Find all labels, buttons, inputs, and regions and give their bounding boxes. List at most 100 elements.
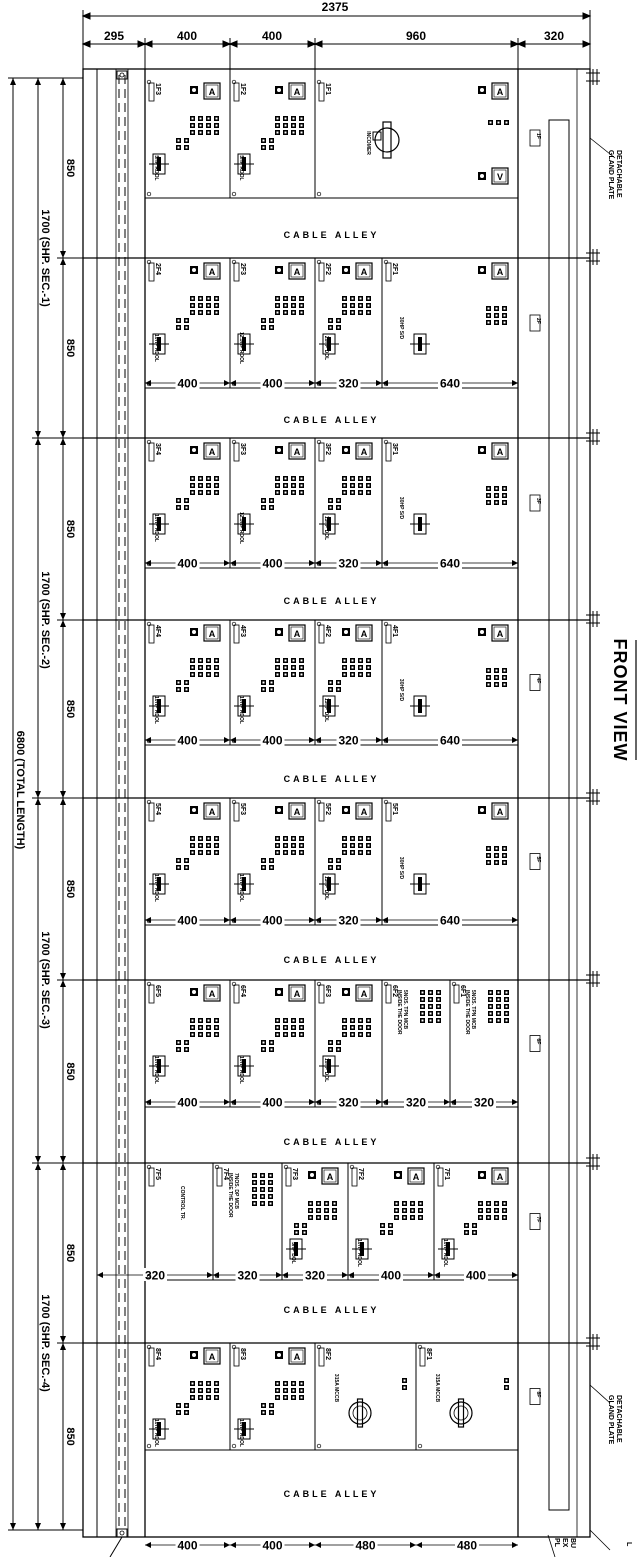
svg-text:5F: 5F: [535, 857, 541, 863]
svg-text:5F1: 5F1: [391, 803, 398, 815]
svg-text:A: A: [294, 267, 301, 277]
dim-total-width: 2375: [322, 0, 349, 14]
feeder-rating-label: INSIDE THE DOOR: [396, 990, 402, 1035]
screw-icon: [231, 191, 237, 197]
screw-icon: [316, 1100, 322, 1106]
svg-text:A: A: [294, 447, 301, 457]
row-tag-label: 2F: [529, 314, 541, 332]
feeder-tag-6f3: 6F3: [318, 984, 331, 1004]
rotary-handle-icon: [410, 873, 430, 895]
screw-icon: [283, 1273, 289, 1279]
dim-tier-6: 850: [64, 1062, 76, 1080]
feeder-width-label: 400: [466, 1269, 486, 1283]
gland-plate-note-bottom-1: DETACHABLE: [615, 1395, 622, 1443]
bolt-icon: [586, 1154, 600, 1170]
dim-tier-4: 850: [64, 700, 76, 718]
selector-switch-icon: [190, 628, 198, 636]
feeder-rating-label: 315A MCCB: [434, 1374, 440, 1403]
indicator-lamps-icon: [308, 1201, 337, 1220]
feeder-width-label: 320: [338, 734, 358, 748]
svg-text:A: A: [497, 807, 504, 817]
screw-icon: [383, 381, 389, 387]
feeder-tag-2f2: 2F2: [318, 262, 331, 282]
feeder-rating-label: INSIDE THE DOOR: [227, 1173, 233, 1218]
svg-text:1F3: 1F3: [154, 83, 161, 95]
indicator-lamps-icon: [190, 836, 219, 855]
screw-icon: [316, 381, 322, 387]
indicator-lamps-icon: [261, 680, 274, 692]
indicator-lamps-icon: [342, 296, 371, 315]
svg-text:8F1: 8F1: [425, 1348, 432, 1360]
feeder-rating-label: 15HP DOL: [323, 876, 329, 900]
ammeter-icon: A: [203, 802, 221, 820]
feeder-width-label: 640: [440, 557, 460, 571]
svg-text:A: A: [294, 629, 301, 639]
indicator-lamps-icon: [328, 1040, 341, 1052]
indicator-lamps-icon: [488, 990, 509, 1023]
svg-text:6F: 6F: [535, 1039, 541, 1045]
feeder-tag-4f4: 4F4: [148, 624, 161, 644]
feeder-width-label: 400: [262, 1539, 282, 1553]
screw-icon: [316, 191, 322, 197]
feeder-tag-5f2: 5F2: [318, 802, 331, 822]
ammeter-icon: A: [288, 1347, 306, 1365]
indicator-lamps-icon: [464, 1223, 477, 1235]
ammeter-icon: A: [203, 1347, 221, 1365]
bottom-note-bu: BU: [569, 1538, 576, 1548]
screw-icon: [146, 1443, 152, 1449]
svg-text:1F1: 1F1: [324, 83, 331, 95]
cable-alley-label: CABLE ALLEY: [284, 1489, 380, 1499]
indicator-lamps-icon: [342, 658, 371, 677]
selector-switch-icon: [190, 988, 198, 996]
ammeter-icon: A: [288, 82, 306, 100]
svg-text:2F1: 2F1: [391, 263, 398, 275]
feeder-rating-label: 10HP RDOL: [153, 514, 159, 542]
indicator-lamps-icon: [190, 296, 219, 315]
cable-alley-label: CABLE ALLEY: [284, 596, 380, 606]
mccb-handle-icon: [449, 1398, 473, 1428]
selector-switch-icon: [190, 86, 198, 94]
selector-switch-icon: [478, 806, 486, 814]
selector-switch-icon: [394, 1171, 402, 1179]
selector-switch-icon: [275, 988, 283, 996]
indicator-lamps-icon: [504, 1378, 509, 1390]
feeder-width-label: 400: [262, 1096, 282, 1110]
screw-icon: [417, 1443, 423, 1449]
rotary-handle-icon: [319, 333, 339, 355]
svg-text:A: A: [209, 447, 216, 457]
feeder-width-label: 320: [237, 1269, 257, 1283]
indicator-lamps-icon: [190, 658, 219, 677]
selector-switch-icon: [478, 86, 486, 94]
feeder-tag-2f4: 2F4: [148, 262, 161, 282]
svg-text:6F5: 6F5: [154, 985, 161, 997]
svg-text:A: A: [497, 267, 504, 277]
rotary-handle-icon: [149, 1055, 169, 1077]
feeder-rating-label: 12.5HP RDOL: [238, 332, 244, 364]
ammeter-icon: A: [355, 802, 373, 820]
svg-text:5F3: 5F3: [239, 803, 246, 815]
screw-icon: [231, 918, 237, 924]
indicator-lamps-icon: [342, 836, 371, 855]
screw-icon: [231, 738, 237, 744]
cable-alley-label: CABLE ALLEY: [284, 230, 380, 240]
feeder-tag-2f1: 2F1: [385, 262, 398, 282]
gland-plate-note-top-1: DETACHABLE: [615, 150, 622, 198]
indicator-lamps-icon: [261, 318, 274, 330]
feeder-rating-label: CONTROL TR.: [179, 1186, 185, 1221]
rotary-handle-icon: [234, 1055, 254, 1077]
rotary-handle-icon: [234, 873, 254, 895]
selector-switch-icon: [478, 446, 486, 454]
feeder-width-label: 320: [474, 1096, 494, 1110]
svg-text:2F: 2F: [535, 318, 541, 324]
svg-text:4F3: 4F3: [239, 625, 246, 637]
feeder-rating-label: 5HP DOL: [290, 1242, 296, 1264]
